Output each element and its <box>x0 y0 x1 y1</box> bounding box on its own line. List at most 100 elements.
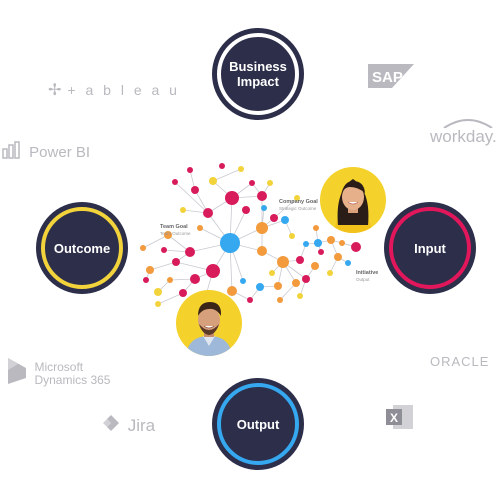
network-node-16 <box>270 214 278 222</box>
outcome-node[interactable]: Outcome <box>36 202 128 294</box>
network-node-26 <box>302 275 310 283</box>
output-label: Output <box>236 416 280 432</box>
network-node-29 <box>327 270 333 276</box>
network-link-20 <box>174 181 209 214</box>
man-avatar <box>176 290 242 356</box>
network-node-40 <box>167 277 173 283</box>
workday-arc-icon <box>443 119 493 128</box>
network-node-24 <box>334 253 342 261</box>
oracle-logo: ORACLE <box>430 354 490 370</box>
network-node-33 <box>297 293 303 299</box>
network-node-4 <box>242 206 250 214</box>
network-link-25 <box>142 234 169 249</box>
network-node-22 <box>314 239 322 247</box>
network-node-41 <box>179 289 187 297</box>
network-node-53 <box>289 233 295 239</box>
network-node-44 <box>161 247 167 253</box>
woman-avatar <box>320 167 386 233</box>
tableau-logo: ✢+ a b l e a u <box>48 82 180 99</box>
workday-logo: workday. <box>430 119 497 147</box>
dynamics-text: Dynamics 365 <box>34 372 111 387</box>
jira-logo: Jira <box>102 414 155 437</box>
network-node-31 <box>351 242 361 252</box>
network-node-50 <box>240 278 246 284</box>
jira-icon <box>102 414 120 437</box>
powerbi-icon <box>2 141 22 163</box>
network-node-6 <box>206 264 220 278</box>
output-node[interactable]: Output <box>212 378 304 470</box>
network-node-38 <box>190 274 200 284</box>
network-node-39 <box>172 258 180 266</box>
network-link-32 <box>157 292 184 305</box>
network-node-43 <box>143 277 149 283</box>
network-node-27 <box>292 279 300 287</box>
input-label: Input <box>414 240 446 256</box>
network-node-28 <box>311 262 319 270</box>
network-node-30 <box>345 260 351 266</box>
network-node-7 <box>185 247 195 257</box>
network-node-52 <box>277 297 283 303</box>
output-ring <box>217 383 299 465</box>
network-node-54 <box>261 205 267 211</box>
network-node-34 <box>274 282 282 290</box>
network-node-9 <box>146 266 154 274</box>
network-node-19 <box>277 256 289 268</box>
powerbi-logo: Power BI <box>2 141 90 163</box>
network-link-55 <box>212 168 242 182</box>
excel-logo: X <box>385 403 415 436</box>
excel-icon: X <box>386 405 413 429</box>
network-node-12 <box>209 177 217 185</box>
business-impact-label: Business Impact <box>229 59 287 89</box>
network-node-42 <box>154 288 162 296</box>
network-node-1 <box>256 222 268 234</box>
initiative-sublabel: Output <box>356 277 370 282</box>
network-node-23 <box>327 236 335 244</box>
network-node-55 <box>187 167 193 173</box>
network-node-51 <box>269 270 275 276</box>
network-node-15 <box>267 180 273 186</box>
team-goal-label: Team Goal <box>160 224 188 230</box>
company-goal-label: Company Goal <box>279 199 318 205</box>
business-impact-node[interactable]: Business Impact <box>212 28 304 120</box>
network-node-13 <box>219 163 225 169</box>
network-node-45 <box>140 245 146 251</box>
team-goal-sublabel: Team Outcome <box>160 231 191 236</box>
input-node[interactable]: Input <box>384 202 476 294</box>
dynamics-logo: Microsoft Dynamics 365 <box>6 356 110 391</box>
tableau-cross-icon: ✢ <box>48 82 65 99</box>
network-node-32 <box>339 240 345 246</box>
network-node-36 <box>247 297 253 303</box>
network-link-59 <box>273 197 298 219</box>
network-node-14 <box>249 180 255 186</box>
network-node-57 <box>313 225 319 231</box>
sap-badge-icon: SAP <box>368 64 414 88</box>
microsoft-text: Microsoft <box>34 359 84 374</box>
network-node-17 <box>281 216 289 224</box>
network-node-48 <box>197 225 203 231</box>
network-node-2 <box>225 191 239 205</box>
network-node-47 <box>180 207 186 213</box>
initiative-label: Initiative <box>356 270 378 276</box>
network-node-37 <box>227 286 237 296</box>
outcome-label: Outcome <box>53 240 111 256</box>
network-node-35 <box>256 283 264 291</box>
sap-logo: SAP <box>368 64 414 93</box>
company-goal-sublabel: Strategic Outcome <box>279 206 317 211</box>
network-node-25 <box>318 249 324 255</box>
network-node-8 <box>164 231 172 239</box>
network-node-46 <box>155 301 161 307</box>
business-impact-ring <box>217 33 299 115</box>
network-link-30 <box>149 261 177 271</box>
network-node-0 <box>220 233 240 253</box>
network-node-49 <box>238 166 244 172</box>
network-node-20 <box>296 256 304 264</box>
network-nodes <box>140 163 361 308</box>
sap-text: SAP <box>372 69 403 86</box>
outcome-ring <box>41 207 123 289</box>
network-node-10 <box>172 179 178 185</box>
network-node-11 <box>191 186 199 194</box>
dynamics-icon <box>6 356 28 391</box>
network-node-58 <box>294 195 300 201</box>
